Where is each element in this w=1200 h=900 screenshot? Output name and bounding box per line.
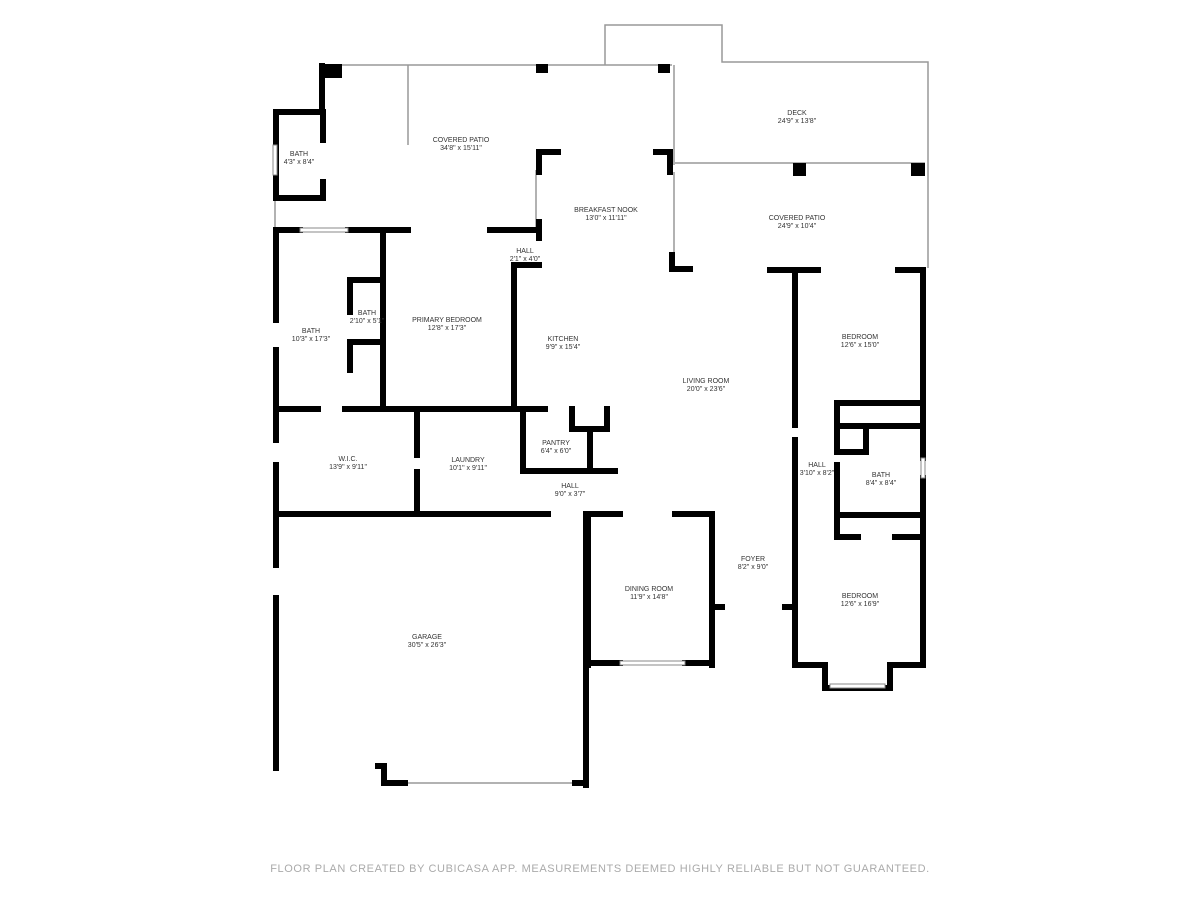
walls bbox=[273, 63, 926, 788]
room-dims: 12'8" x 17'3" bbox=[428, 325, 467, 332]
room-dims: 13'0" x 11'11" bbox=[585, 215, 627, 222]
room-name: PANTRY bbox=[542, 440, 570, 447]
room-name: COVERED PATIO bbox=[433, 137, 490, 144]
outdoor-outlines bbox=[274, 24, 929, 784]
room-dims: 12'6" x 16'9" bbox=[841, 601, 880, 608]
windows bbox=[272, 144, 926, 689]
columns bbox=[320, 64, 925, 176]
room-name: HALL bbox=[516, 248, 534, 255]
room-dims: 2'10" x 5'1" bbox=[350, 318, 385, 325]
room-dims: 10'1" x 9'11" bbox=[449, 465, 487, 472]
room-name: PRIMARY BEDROOM bbox=[412, 317, 482, 324]
room-name: FOYER bbox=[741, 556, 765, 563]
room-name: BATH bbox=[358, 310, 376, 317]
room-dims: 9'9" x 15'4" bbox=[546, 344, 581, 351]
room-name: LAUNDRY bbox=[451, 457, 485, 464]
room-name: BATH bbox=[302, 328, 320, 335]
room-dims: 13'9" x 9'11" bbox=[329, 464, 367, 471]
room-dims: 11'9" x 14'8" bbox=[630, 594, 668, 601]
disclaimer-footer: FLOOR PLAN CREATED BY CUBICASA APP. MEAS… bbox=[270, 863, 930, 875]
room-dims: 30'5" x 26'3" bbox=[408, 642, 447, 649]
room-dims: 8'4" x 8'4" bbox=[866, 480, 897, 487]
room-dims: 6'4" x 6'0" bbox=[541, 448, 572, 455]
room-name: BREAKFAST NOOK bbox=[574, 207, 638, 214]
room-dims: 34'8" x 15'11" bbox=[440, 145, 482, 152]
room-name: COVERED PATIO bbox=[769, 215, 826, 222]
room-name: BATH bbox=[290, 151, 308, 158]
room-name: HALL bbox=[561, 483, 579, 490]
room-dims: 3'10" x 8'2" bbox=[800, 470, 835, 477]
room-dims: 9'0" x 3'7" bbox=[555, 491, 586, 498]
room-name: BATH bbox=[872, 472, 890, 479]
room-dims: 24'9" x 10'4" bbox=[778, 223, 817, 230]
room-name: DECK bbox=[787, 110, 807, 117]
room-dims: 8'2" x 9'0" bbox=[738, 564, 769, 571]
room-name: GARAGE bbox=[412, 634, 442, 641]
room-name: W.I.C. bbox=[338, 456, 357, 463]
room-name: HALL bbox=[808, 462, 826, 469]
room-dims: 10'3" x 17'3" bbox=[292, 336, 331, 343]
room-name: DINING ROOM bbox=[625, 586, 673, 593]
room-name: KITCHEN bbox=[548, 336, 579, 343]
room-dims: 12'6" x 15'0" bbox=[841, 342, 880, 349]
room-dims: 2'1" x 4'0" bbox=[510, 256, 541, 263]
room-name: BEDROOM bbox=[842, 593, 878, 600]
room-name: LIVING ROOM bbox=[683, 378, 730, 385]
room-dims: 24'9" x 13'8" bbox=[778, 118, 817, 125]
room-dims: 20'0" x 23'6" bbox=[687, 386, 726, 393]
room-dims: 4'3" x 8'4" bbox=[284, 159, 315, 166]
room-name: BEDROOM bbox=[842, 334, 878, 341]
